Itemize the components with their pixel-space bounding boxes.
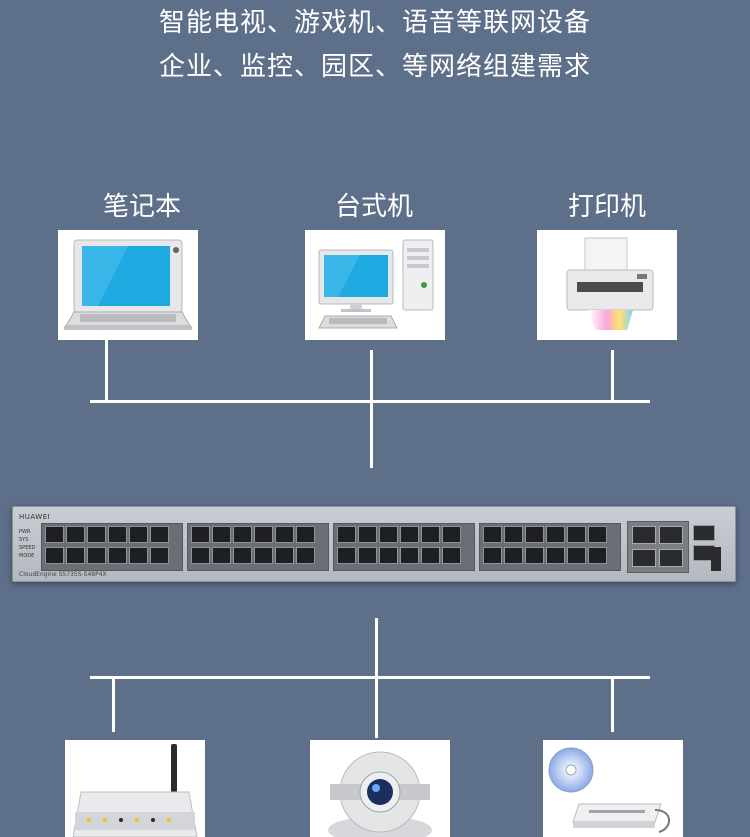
port-block-3 (333, 523, 475, 571)
label-printer: 打印机 (567, 192, 646, 222)
wireless-router-icon (72, 744, 198, 837)
port-block-1 (41, 523, 183, 571)
led-label: SYS (19, 537, 29, 543)
line-top-bus (90, 400, 650, 403)
switch-model: CloudEngine S5735S-S48P4X (19, 571, 107, 578)
optical-drive-icon (548, 747, 670, 833)
desktop-card (305, 230, 445, 340)
line-center-trunk-top (370, 350, 373, 468)
label-desktop: 台式机 (334, 192, 413, 222)
led-label: MODE (19, 553, 35, 559)
port-block-4 (479, 523, 621, 571)
line-printer-drop (611, 350, 614, 402)
port-block-2 (187, 523, 329, 571)
laptop-icon (64, 239, 192, 330)
camera-card (310, 740, 450, 837)
label-laptop: 笔记本 (102, 192, 181, 222)
printer-card (537, 230, 677, 340)
led-label: SPEED (19, 545, 36, 551)
line-laptop-drop (105, 340, 108, 402)
line-bottom-bus (90, 676, 650, 679)
desktop-computer-icon (318, 239, 434, 329)
switch-led-labels: PWR SYS SPEED MODE (19, 529, 41, 561)
line-router-drop (112, 678, 115, 732)
sfp-ports (627, 521, 689, 573)
line-drive-drop (611, 678, 614, 732)
webcam-icon (328, 751, 432, 837)
led-label: PWR (19, 529, 31, 535)
network-switch: HUAWEI PWR SYS SPEED MODE CloudEngine S5… (12, 506, 736, 582)
drive-card (543, 740, 683, 837)
headline-line-2: 企业、监控、园区、等网络组建需求 (158, 52, 591, 82)
console-ports (693, 525, 721, 569)
router-card (65, 740, 205, 837)
laptop-card (58, 230, 198, 340)
switch-brand: HUAWEI (19, 513, 51, 521)
printer-icon (566, 237, 654, 330)
headline-line-1: 智能电视、游戏机、语音等联网设备 (158, 8, 591, 38)
usb-port (711, 547, 721, 571)
